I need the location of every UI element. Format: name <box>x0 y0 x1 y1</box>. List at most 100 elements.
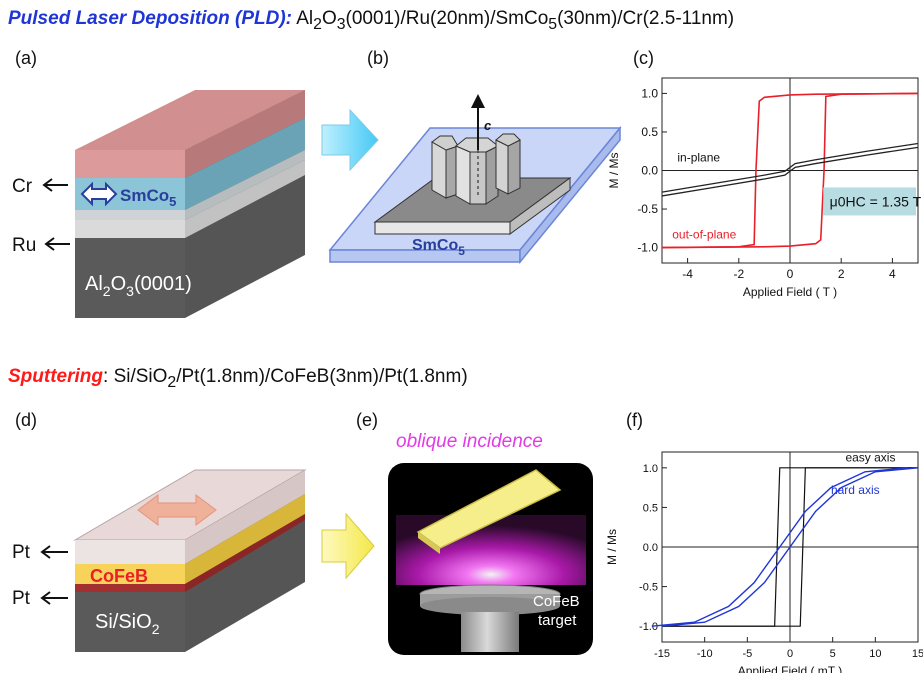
pt-right-side <box>185 470 305 564</box>
pt-top-pointer-arrow <box>40 545 68 559</box>
stack-a: SmCo5 Al2O3(0001) Cr Ru <box>12 90 305 318</box>
smco-label: SmCo5 <box>120 186 176 209</box>
target-disc-bottom <box>420 597 560 615</box>
series-in-plane <box>661 146 919 197</box>
cr-label: Cr <box>12 176 33 197</box>
pld-title: Pulsed Laser Deposition (PLD): <box>8 8 292 29</box>
panel-label-a: (a) <box>15 48 37 68</box>
substrate-a <box>75 238 185 318</box>
smco-right-side <box>185 118 305 210</box>
pt-bottom-layer <box>75 584 185 592</box>
substrate-b-side <box>519 125 621 265</box>
series-out-of-plane-up <box>661 92 919 249</box>
y-tick-label: -0.5 <box>639 582 658 594</box>
series-easy-axis-down <box>662 467 918 627</box>
ru-layer <box>75 210 185 220</box>
sputter-stack: Si/SiO2/Pt(1.8nm)/CoFeB(3nm)/Pt(1.8nm) <box>113 366 468 391</box>
cofeb-right-side <box>185 494 305 584</box>
arrow-a-to-b <box>321 108 379 172</box>
plasma-glow <box>396 515 586 585</box>
x-tick-label: -15 <box>654 648 670 660</box>
stack-d: CoFeB Si/SiO2 Pt Pt <box>12 469 307 652</box>
y-tick-label: 0.5 <box>643 502 658 514</box>
y-tick-label: 1.0 <box>643 463 658 475</box>
y-tick-label: 0.5 <box>641 125 658 139</box>
panel-label-e: (e) <box>356 410 378 430</box>
panel-label-f: (f) <box>626 410 643 430</box>
pld-stack: Al2O3(0001)/Ru(20nm)/SmCo5(30nm)/Cr(2.5-… <box>296 8 735 33</box>
substrate-a-label: Al2O3(0001) <box>85 273 192 299</box>
smco-film-label: SmCo5 <box>412 237 465 258</box>
x-tick-label: 10 <box>869 648 881 660</box>
sputter-header: Sputtering: Si/SiO2/Pt(1.8nm)/CoFeB(3nm)… <box>8 366 468 392</box>
ru-pointer-arrow <box>44 237 70 251</box>
y-axis-label: M / Ms <box>605 529 619 565</box>
magnetization-arrow-a <box>80 181 118 207</box>
substrate-d <box>75 592 185 652</box>
pt-bottom-label: Pt <box>12 588 31 609</box>
hex-crystal-right <box>495 133 521 195</box>
target-label-line1: CoFeB <box>533 593 580 610</box>
smco-film-side <box>509 177 571 235</box>
sputter-colon: : <box>103 366 109 387</box>
y-tick-label: 0.0 <box>641 164 658 178</box>
hex-crystal-left <box>431 135 459 199</box>
pld-header: Pulsed Laser Deposition (PLD): Al2O3(000… <box>8 8 734 34</box>
x-tick-label: 0 <box>787 267 794 281</box>
x-tick-label: -5 <box>742 648 752 660</box>
x-tick-label: 5 <box>830 648 836 660</box>
panel-label-d: (d) <box>15 410 37 430</box>
target-stem <box>461 612 519 652</box>
film-b: c SmCo5 <box>328 94 622 265</box>
x-axis-label: Applied Field ( mT ) <box>738 664 842 673</box>
substrate-d-label: Si/SiO2 <box>95 611 160 637</box>
y-tick-label: 1.0 <box>641 86 658 100</box>
x-tick-label: -4 <box>682 267 693 281</box>
series-hard-axis-return <box>651 467 908 627</box>
legend-hard-axis: hard axis <box>831 483 880 497</box>
pt-bottom-pointer-arrow <box>40 591 68 605</box>
sputter-title: Sputtering <box>8 366 103 387</box>
y-tick-label: 0.0 <box>643 542 658 554</box>
tilted-substrate-edge <box>418 532 440 554</box>
y-tick-label: -0.5 <box>637 202 658 216</box>
coercivity-annotation-box <box>823 187 916 216</box>
ru-layer-2 <box>75 220 185 238</box>
x-tick-label: 0 <box>787 648 793 660</box>
smco-film-front <box>374 221 511 235</box>
series-hard-axis <box>661 467 919 627</box>
y-tick-label: -1.0 <box>639 621 658 633</box>
ru2-right-side <box>185 160 305 238</box>
panel-label-b: (b) <box>367 48 389 68</box>
series-out-of-plane-down <box>661 92 919 249</box>
hex-crystal-center <box>455 137 499 205</box>
x-tick-label: -2 <box>733 267 744 281</box>
panel-label-c: (c) <box>633 48 654 68</box>
ru-label: Ru <box>12 235 36 256</box>
c-axis-arrow <box>471 94 485 150</box>
cr-pointer-arrow <box>42 178 68 192</box>
cr-layer <box>75 150 185 178</box>
target-label-line2: target <box>538 612 577 629</box>
cofeb-layer <box>75 564 185 584</box>
magnetization-arrow-d <box>137 494 217 526</box>
sputter-chamber: oblique incidence CoFeB target <box>388 431 593 655</box>
x-tick-label: 2 <box>838 267 845 281</box>
legend-out-of-plane: out-of-plane <box>672 227 736 241</box>
pt-top-label: Pt <box>12 542 31 563</box>
legend-easy-axis: easy axis <box>845 451 895 465</box>
cofeb-label: CoFeB <box>90 566 148 586</box>
ru-right-side <box>185 150 305 220</box>
x-tick-label: -10 <box>697 648 713 660</box>
coercivity-annotation: μ0HC = 1.35 T <box>830 193 922 209</box>
series-in-plane-return <box>661 142 919 193</box>
y-tick-label: -1.0 <box>637 241 658 255</box>
arrow-d-to-e <box>321 512 375 580</box>
x-tick-label: 15 <box>912 648 923 660</box>
y-axis-label: M / Ms <box>607 153 621 189</box>
x-tick-label: 4 <box>889 267 896 281</box>
pt-bottom-right-side <box>185 514 305 592</box>
c-axis-label: c <box>484 118 492 133</box>
